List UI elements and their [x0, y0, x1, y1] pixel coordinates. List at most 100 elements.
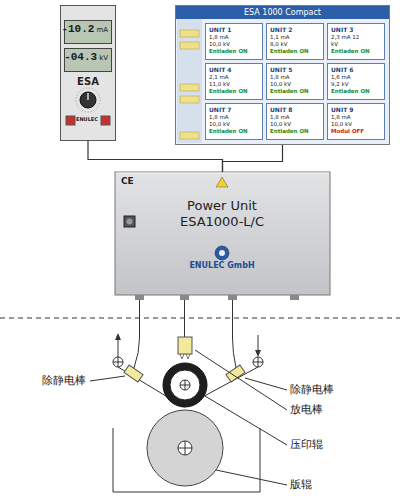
unit-panel: UNIT 21,1 mA 8,0 kVEntladen ON — [266, 23, 324, 60]
connector — [290, 295, 299, 300]
roller-axis — [178, 441, 192, 455]
unit-text: Entladen ON — [209, 128, 259, 135]
screen-button — [180, 42, 199, 49]
leader-line — [195, 350, 287, 410]
screen-button — [180, 96, 199, 103]
web-direction — [258, 335, 259, 352]
software-window: ESA 1000 CompactUNIT 11,8 mA 10,0 kVEntl… — [175, 5, 390, 145]
unit-text: 1,8 mA 10,0 kV — [331, 114, 361, 127]
static-bar — [226, 365, 245, 382]
unit-text: Modul OFF — [331, 128, 381, 135]
unit-text: Entladen ON — [270, 88, 320, 95]
screen-button — [180, 132, 199, 139]
connector — [228, 295, 237, 300]
discharge-bar — [178, 337, 192, 354]
guide-roller — [253, 357, 263, 367]
leader-line — [216, 470, 287, 485]
display-value: -04.3 — [64, 51, 97, 63]
guide-roller — [113, 357, 123, 367]
switch — [124, 216, 135, 227]
plate-roller — [147, 410, 223, 486]
unit-text: 1,8 mA 10,0 kV — [209, 34, 239, 47]
unit-text: 2,1 mA 11,0 kV — [209, 74, 239, 87]
part-label: 压印辊 — [290, 437, 323, 452]
unit-text: UNIT 9 — [331, 106, 381, 113]
leader-line — [90, 376, 125, 381]
warning-sign — [216, 177, 228, 187]
knob-scale — [76, 88, 100, 112]
unit-text: UNIT 3 — [331, 26, 381, 33]
connector — [180, 295, 189, 300]
panel-label: ESA — [61, 76, 115, 87]
connector — [135, 295, 144, 300]
unit-text: Entladen ON — [331, 48, 381, 55]
knob-pointer — [87, 93, 89, 100]
unit-text: Entladen ON — [270, 128, 320, 135]
unit-panel: UNIT 51,8 mA 10,0 kVEntladen ON — [266, 63, 324, 100]
unit-text: 2,3 mA 12 kV — [331, 34, 361, 47]
brand-label: ENULEC — [76, 116, 98, 122]
sidebar — [177, 19, 202, 143]
power-unit-text: ENULEC GmbH — [172, 261, 272, 270]
screen-button — [180, 30, 199, 37]
part-label: 放电棒 — [290, 402, 323, 417]
leader-line — [245, 378, 287, 390]
impression-roller — [170, 370, 200, 400]
separator — [0, 318, 400, 319]
roller-axis — [178, 441, 192, 455]
display-value: mA — [96, 26, 108, 34]
unit-text: UNIT 7 — [209, 106, 259, 113]
unit-text: Entladen ON — [331, 88, 381, 95]
unit-panel: UNIT 81,8 mA 10,0 kVEntladen ON — [266, 103, 324, 140]
roller-axis — [180, 380, 190, 390]
switch — [127, 219, 133, 225]
unit-panel: UNIT 32,3 mA 12 kVEntladen ON — [327, 23, 385, 60]
voltage-display: -04.3kV — [64, 48, 112, 72]
unit-text: 1,8 mA 10,0 kV — [209, 114, 239, 127]
unit-panel: UNIT 71,8 mA 10,0 kVEntladen ON — [205, 103, 263, 140]
unit-text: Entladen ON — [270, 48, 320, 55]
impression-roller — [163, 363, 207, 407]
cable — [233, 300, 237, 368]
cable — [223, 145, 283, 172]
current-display: -10.2mA — [64, 20, 112, 44]
arrowhead — [255, 350, 261, 357]
mark-label: CE — [121, 176, 134, 186]
power-unit-text: Power Unit ESA1000-L/C — [162, 198, 282, 231]
discharge-bar — [180, 354, 190, 359]
unit-text: Entladen ON — [209, 48, 259, 55]
guide-roller — [113, 357, 123, 367]
arrowhead — [115, 333, 121, 340]
unit-text: UNIT 1 — [209, 26, 259, 33]
screen-button — [180, 84, 199, 91]
web-direction — [118, 338, 119, 357]
unit-text: 1,8 mA 10,0 kV — [270, 74, 300, 87]
unit-text: UNIT 6 — [331, 66, 381, 73]
logo — [219, 250, 225, 256]
button — [66, 116, 75, 125]
housing-highlight — [116, 173, 329, 174]
unit-text: 1,6 mA 9,2 kV — [331, 74, 361, 87]
display-value: -10.2 — [61, 23, 94, 35]
display-value: kV — [99, 54, 108, 62]
unit-text: UNIT 2 — [270, 26, 320, 33]
knob — [80, 92, 96, 108]
screen-face — [175, 5, 390, 145]
unit-text: UNIT 5 — [270, 66, 320, 73]
unit-text: 1,1 mA 8,0 kV — [270, 34, 300, 47]
panel-face — [60, 5, 116, 141]
logo — [215, 246, 229, 260]
part-label: 除静电棒 — [42, 373, 86, 388]
power-unit: Power Unit ESA1000-L/C ENULEC GmbH — [115, 172, 330, 295]
roller-axis — [180, 380, 190, 390]
unit-panel: UNIT 42,1 mA 11,0 kVEntladen ON — [205, 63, 263, 100]
unit-text: UNIT 8 — [270, 106, 320, 113]
unit-panel: UNIT 91,8 mA 10,0 kVModul OFF — [327, 103, 385, 140]
unit-panel: UNIT 11,8 mA 10,0 kVEntladen ON — [205, 23, 263, 60]
unit-panel: UNIT 61,6 mA 9,2 kVEntladen ON — [327, 63, 385, 100]
power-unit-housing — [115, 172, 330, 295]
guide-roller — [253, 357, 263, 367]
unit-text: UNIT 4 — [209, 66, 259, 73]
